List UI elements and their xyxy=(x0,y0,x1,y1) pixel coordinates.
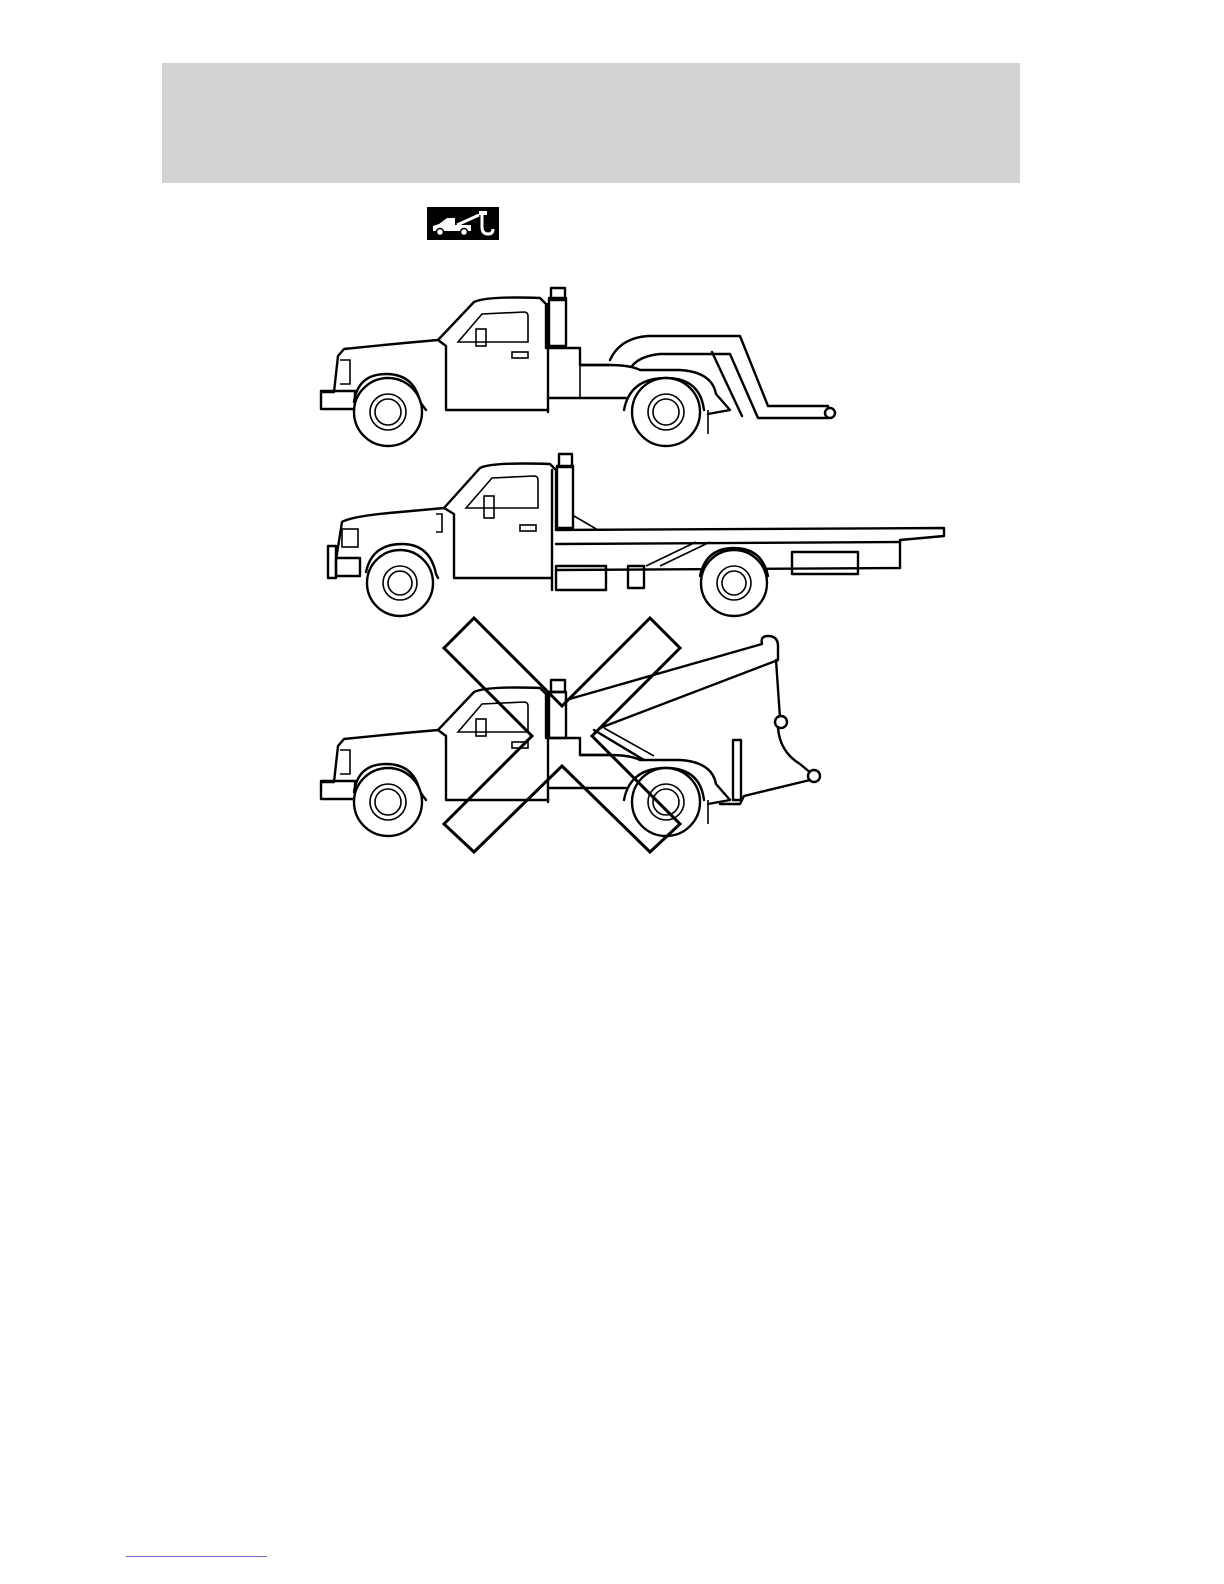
sling-truck-drawing xyxy=(321,636,820,836)
towing-illustrations xyxy=(300,280,960,860)
header-band xyxy=(162,63,1020,183)
tow-truck-icon xyxy=(427,207,499,240)
wheel-lift-truck-drawing xyxy=(321,288,835,446)
flatbed-truck-drawing xyxy=(328,454,944,616)
footer-rule xyxy=(126,1556,267,1557)
